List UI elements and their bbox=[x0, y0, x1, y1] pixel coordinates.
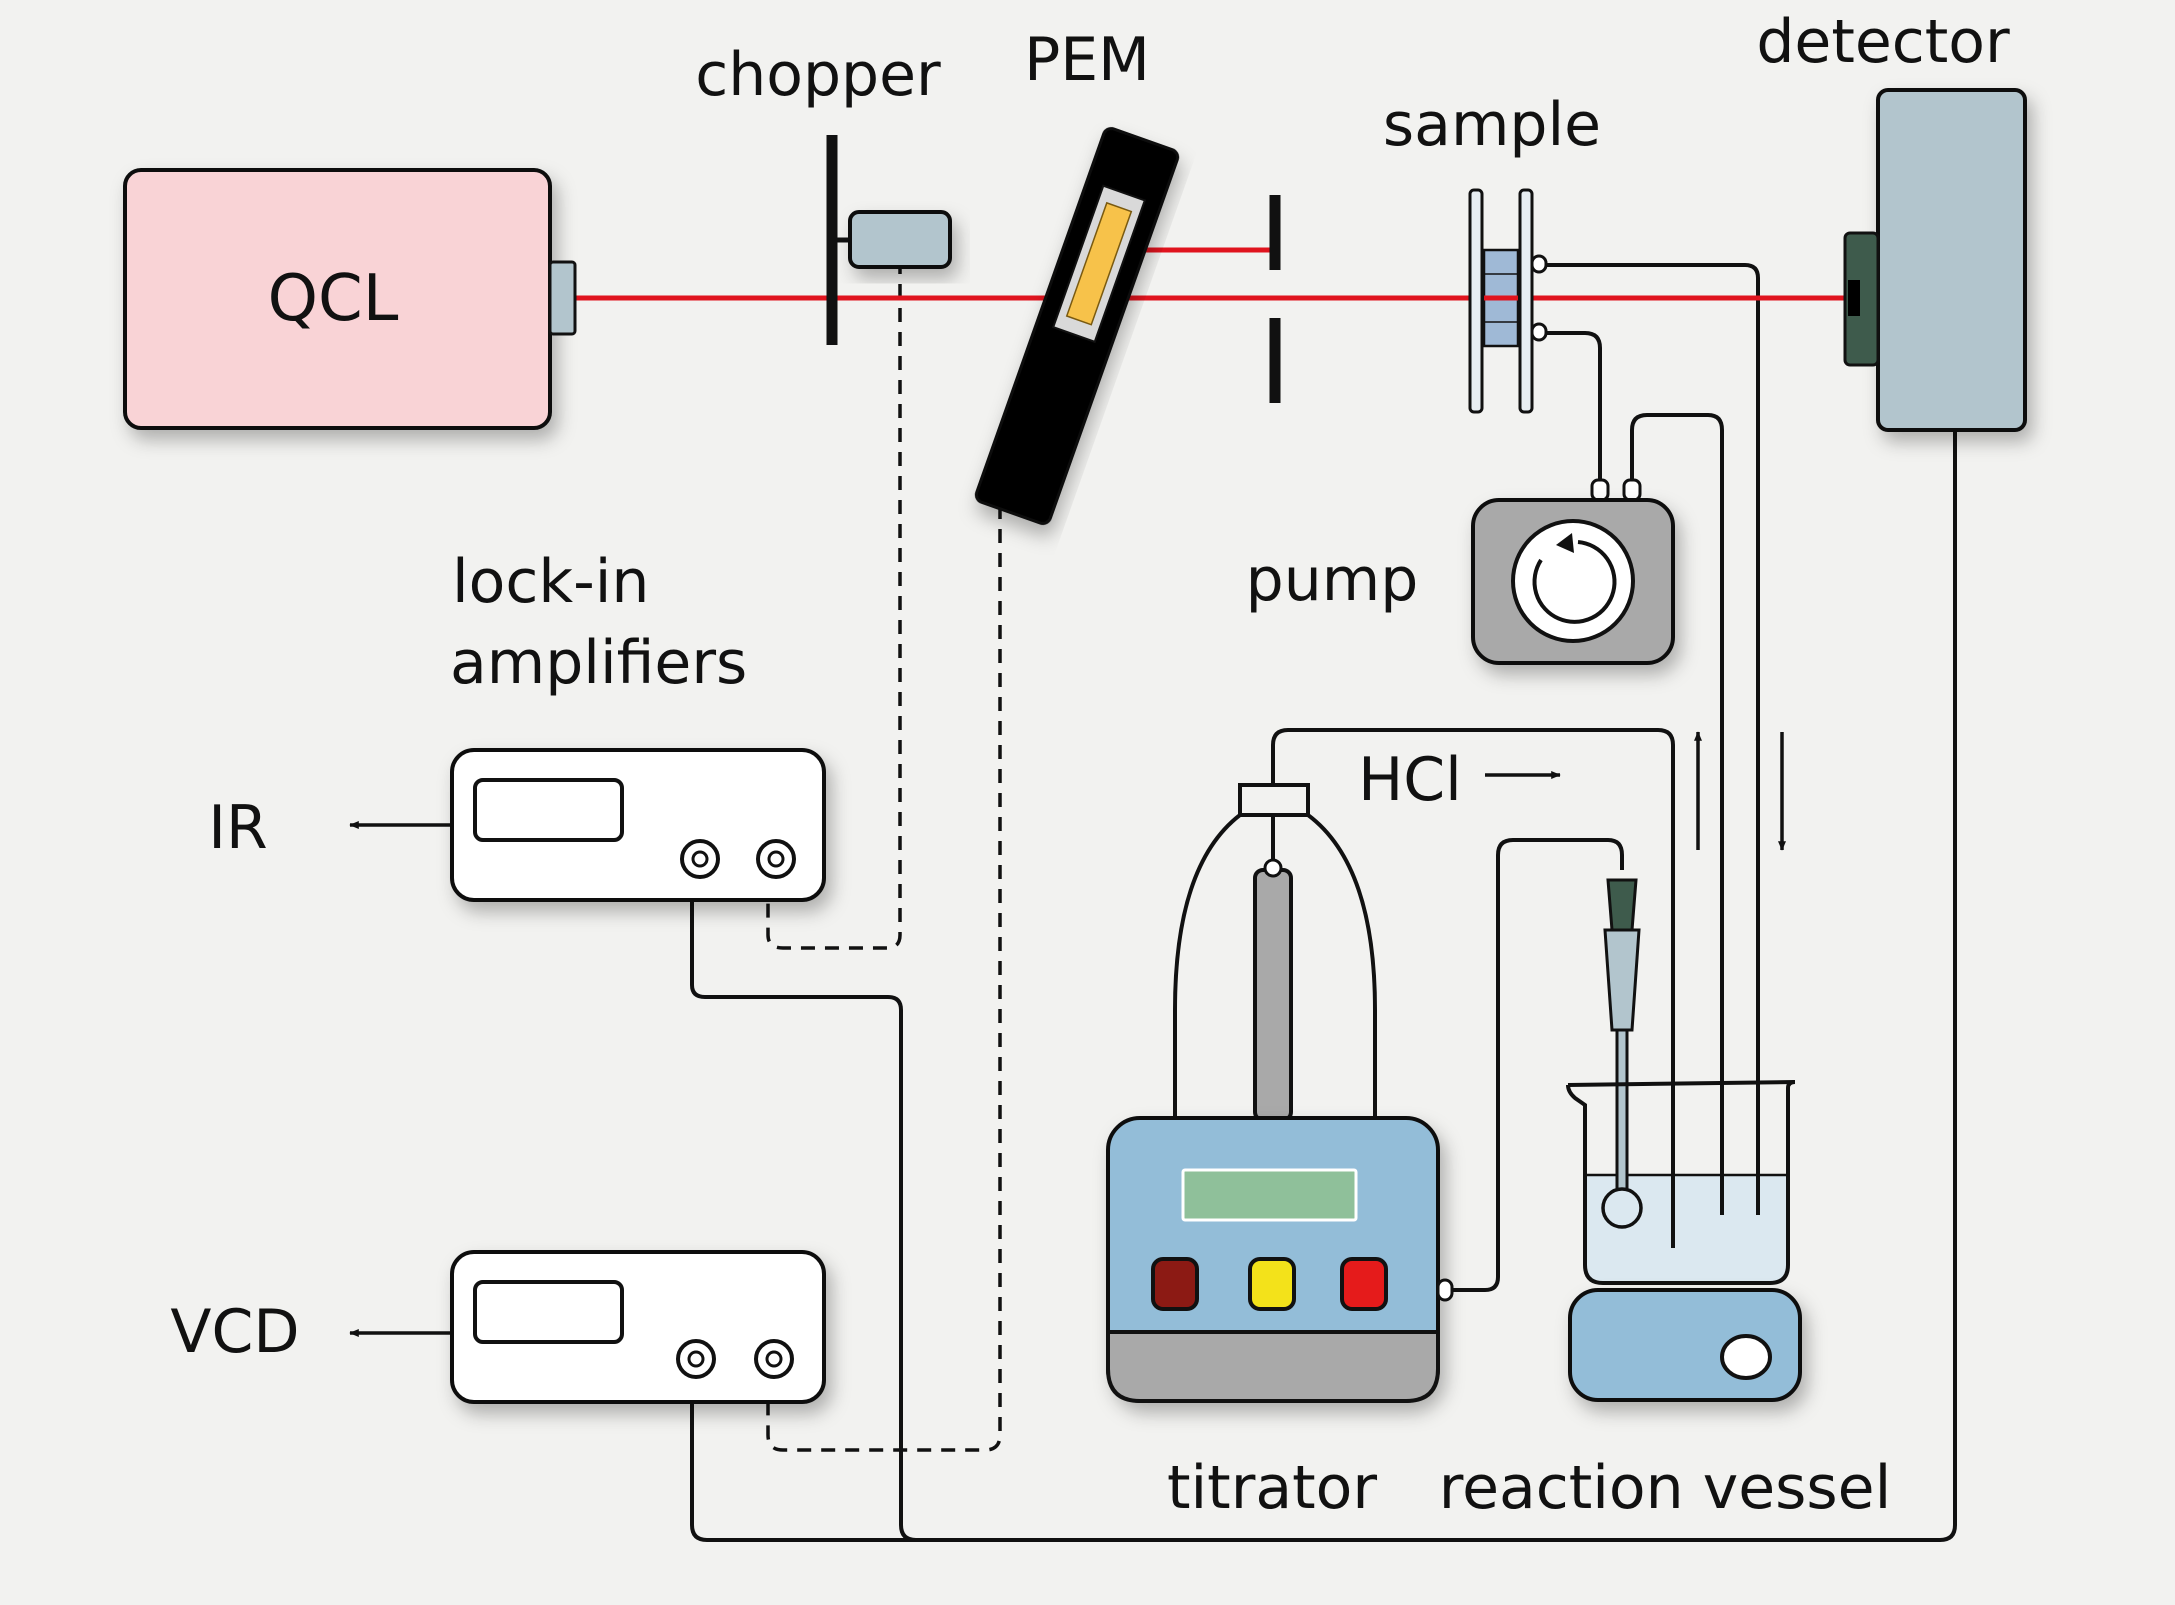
cell-window-right bbox=[1518, 188, 1534, 414]
chopper-label: chopper bbox=[695, 40, 941, 110]
tube-sample-to-pump bbox=[1545, 331, 1602, 488]
titrator-label: titrator bbox=[1167, 1453, 1377, 1523]
reaction-vessel: reaction vessel bbox=[1439, 878, 1892, 1523]
sample-cell: sample bbox=[1383, 90, 1601, 414]
lockin-ir-connector-a bbox=[680, 839, 720, 879]
qcl-label: QCL bbox=[268, 262, 399, 336]
lockin-label-line1: lock-in bbox=[452, 547, 649, 617]
reaction-vessel-label: reaction vessel bbox=[1439, 1453, 1892, 1523]
connector-inner bbox=[767, 850, 785, 868]
pump-label: pump bbox=[1246, 545, 1419, 615]
rotate-arrow-icon bbox=[1532, 540, 1617, 624]
stirrer-knob[interactable] bbox=[1720, 1334, 1772, 1380]
hcl-line bbox=[1271, 728, 1675, 1248]
detector-label: detector bbox=[1756, 7, 2010, 77]
electrode-bulb bbox=[1601, 1187, 1643, 1229]
electrode-shaft bbox=[1603, 928, 1641, 1032]
lock-in-amplifier-vcd bbox=[450, 1250, 826, 1404]
lockin-ir-connector-b bbox=[756, 839, 796, 879]
pem-label: PEM bbox=[1024, 25, 1150, 95]
electrode-head bbox=[1606, 878, 1638, 932]
titrator-display bbox=[1181, 1168, 1358, 1222]
laser-beam bbox=[575, 247, 1848, 301]
signal-cable-vcd bbox=[690, 1400, 920, 1542]
signal-cable-ir bbox=[690, 430, 1957, 1542]
ir-output-label: IR bbox=[208, 793, 267, 863]
titrator-port bbox=[1436, 1278, 1454, 1302]
beaker-rim bbox=[1567, 1080, 1796, 1087]
chopper-motor bbox=[848, 210, 952, 269]
tube-sample-to-vessel bbox=[1545, 263, 1760, 1215]
titrator-button-red[interactable] bbox=[1340, 1257, 1388, 1311]
connector-inner bbox=[765, 1350, 783, 1368]
titrator-base bbox=[1106, 1330, 1440, 1403]
cables bbox=[349, 260, 1957, 1542]
bottle-cap bbox=[1238, 783, 1310, 817]
cell-port-outlet bbox=[1530, 254, 1548, 274]
lockin-ir-display bbox=[473, 778, 624, 842]
electrode-cable bbox=[1450, 838, 1624, 1292]
titrator-button-yellow[interactable] bbox=[1248, 1257, 1296, 1311]
sample-label: sample bbox=[1383, 90, 1601, 160]
pump-port-out bbox=[1622, 478, 1642, 502]
chopper-reference-cable bbox=[766, 260, 902, 950]
pem-crystal bbox=[1065, 201, 1133, 326]
hcl-label: HCl bbox=[1358, 745, 1462, 815]
peristaltic-pump: pump bbox=[1246, 478, 1675, 665]
cell-port-inlet bbox=[1530, 322, 1548, 342]
lockin-vcd-connector-b bbox=[754, 1339, 794, 1379]
electrode-stem bbox=[1615, 1028, 1629, 1192]
lock-in-amplifier-ir bbox=[450, 748, 826, 902]
qcl-laser: QCL bbox=[123, 168, 577, 430]
lockin-vcd-display bbox=[473, 1280, 624, 1344]
detector-body bbox=[1876, 88, 2027, 432]
qcl-aperture bbox=[548, 260, 577, 336]
vcd-output-label: VCD bbox=[170, 1297, 299, 1367]
detector-head bbox=[1843, 231, 1880, 367]
rotate-arrowhead bbox=[1556, 533, 1574, 553]
titrator-button-dark-red[interactable] bbox=[1151, 1257, 1199, 1311]
pem-reference-cable bbox=[766, 505, 1002, 1452]
lockin-label-line2: amplifiers bbox=[450, 628, 747, 698]
beaker bbox=[1566, 1080, 1796, 1285]
cell-window-left bbox=[1468, 188, 1484, 414]
detector-element bbox=[1848, 280, 1860, 316]
tube-pump-to-vessel bbox=[1630, 413, 1724, 1215]
detector: detector bbox=[1756, 7, 2027, 432]
burette-port bbox=[1263, 858, 1283, 878]
pem bbox=[974, 127, 1180, 525]
burette bbox=[1253, 868, 1293, 1122]
connector-inner bbox=[691, 850, 709, 868]
titrator: titrator bbox=[1106, 783, 1454, 1523]
lockin-vcd-connector-a bbox=[676, 1339, 716, 1379]
pump-port-in bbox=[1590, 478, 1610, 502]
connector-inner bbox=[687, 1350, 705, 1368]
chopper: chopper bbox=[695, 40, 952, 345]
